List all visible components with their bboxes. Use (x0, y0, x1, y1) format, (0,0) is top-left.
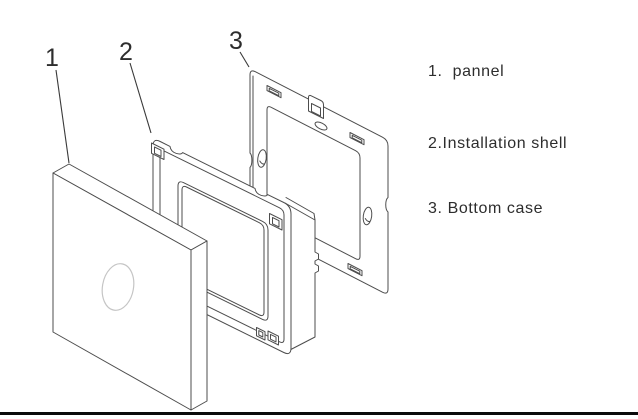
pannel-front-face (52, 172, 192, 411)
callout-number-3: 3 (229, 27, 243, 55)
installation-shell-clip-bottom-b-inner (270, 333, 277, 343)
installation-shell-clip-right-inner (272, 217, 280, 228)
bottom-rule (0, 412, 638, 415)
pannel-button-circle (101, 263, 135, 311)
bottom-case-keyhole-left (257, 149, 267, 168)
legend-item-pannel: 1. pannel (428, 63, 505, 80)
device-body-side-face (284, 202, 319, 353)
bottom-case-center-hole (314, 121, 328, 131)
bottom-case-keyhole-left-notch (259, 160, 265, 165)
callout-leader-line-1 (55, 69, 70, 164)
callout-number-2: 2 (119, 38, 133, 66)
parts-legend: 1. pannel 2.Installation shell 3. Bottom… (428, 0, 638, 419)
device-body-top-step-edge (285, 197, 316, 221)
bottom-case-keyhole-right (362, 206, 373, 226)
installation-shell-clip-bottom-a-inner (258, 330, 264, 338)
bottom-case-top-tab (308, 94, 324, 119)
device-body (284, 197, 319, 353)
bottom-case-slot-bottom-right (347, 263, 363, 277)
installation-shell-clip-top-left-inner (154, 146, 162, 157)
pannel (52, 163, 208, 411)
bottom-case-keyhole-right-notch (364, 218, 371, 223)
callout-leader-line-2 (129, 62, 152, 134)
pannel-side-face (190, 240, 208, 411)
legend-item-installation-shell: 2.Installation shell (428, 135, 568, 152)
bottom-case-slot-top-right (349, 132, 365, 146)
callout-number-1: 1 (45, 44, 59, 72)
legend-item-bottom-case: 3. Bottom case (428, 200, 544, 217)
callout-leader-line-3 (239, 51, 250, 68)
callouts: 1 2 3 (45, 27, 250, 164)
bottom-case-top-tab-slot (311, 103, 321, 117)
bottom-case-slot-top-left (266, 85, 282, 99)
